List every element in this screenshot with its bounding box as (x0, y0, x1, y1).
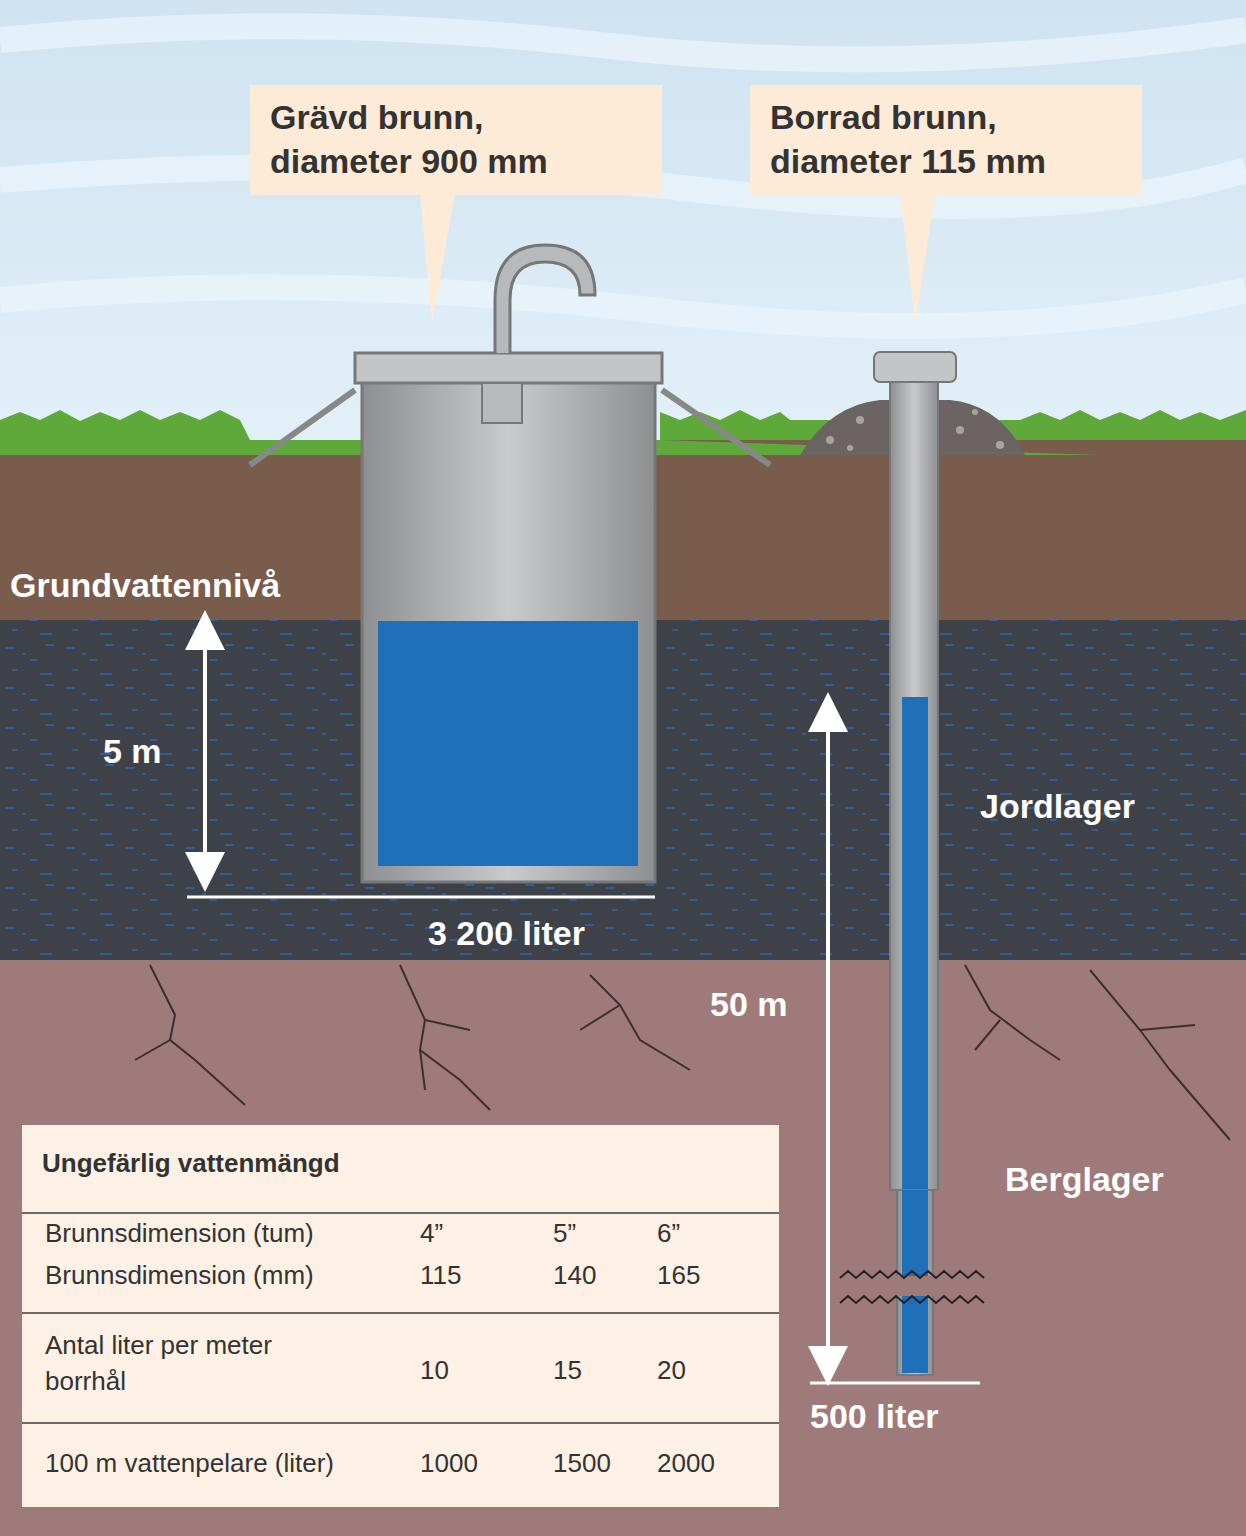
table-cell: 1500 (553, 1445, 611, 1481)
table-cell: Antal liter per meter borrhål (45, 1327, 285, 1400)
table-heading: Ungefärlig vattenmängd (42, 1147, 742, 1181)
table-cell: Brunnsdimension (tum) (45, 1215, 314, 1251)
callout-box: Borrad brunn, diameter 115 mm (750, 85, 1142, 195)
diagram-label: Berglager (1005, 1156, 1164, 1204)
table-cell: 20 (657, 1352, 686, 1388)
table-cell: 5” (553, 1215, 576, 1251)
table-cell: 2000 (657, 1445, 715, 1481)
table-rule (22, 1212, 779, 1214)
table-rule (22, 1312, 779, 1314)
table-cell: 115 (420, 1257, 461, 1293)
diagram-label: 3 200 liter (428, 910, 585, 958)
callout-text: Borrad brunn, diameter 115 mm (770, 95, 1100, 183)
table-cell: 100 m vattenpelare (liter) (45, 1445, 334, 1481)
table-cell: 140 (553, 1257, 596, 1293)
table-cell: 15 (553, 1352, 582, 1388)
table-cell: Brunnsdimension (mm) (45, 1257, 314, 1293)
diagram-label: Grundvattennivå (10, 562, 280, 610)
table-cell: 6” (657, 1215, 680, 1251)
table-cell: 165 (657, 1257, 700, 1293)
table-cell: 4” (420, 1215, 443, 1251)
callout-box: Grävd brunn, diameter 900 mm (250, 85, 662, 195)
table-cell: 10 (420, 1352, 449, 1388)
diagram-label: 500 liter (810, 1393, 939, 1441)
diagram-label: 50 m (710, 981, 788, 1029)
diagram-label: 5 m (103, 728, 162, 776)
diagram-label: Jordlager (980, 783, 1135, 831)
table-cell: 1000 (420, 1445, 478, 1481)
table-rule (22, 1422, 779, 1424)
callout-text: Grävd brunn, diameter 900 mm (270, 95, 610, 183)
